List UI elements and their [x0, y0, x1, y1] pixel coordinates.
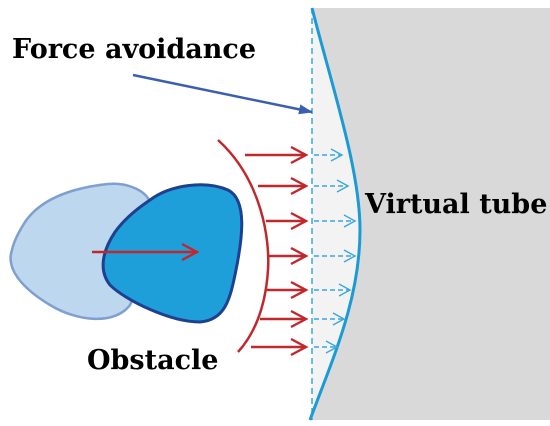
force-arrows [245, 145, 309, 357]
tube-boundary-curve [308, 7, 362, 421]
tube-deformation-region [310, 8, 360, 420]
force-avoidance-label: Force avoidance [12, 34, 256, 65]
obstacle-label: Obstacle [87, 345, 218, 376]
force-front-curve [217, 139, 270, 353]
force-avoidance-pointer-arrow [132, 73, 313, 115]
virtual-tube-label: Virtual tube [364, 189, 547, 220]
tube-deformation-arrows [314, 148, 357, 354]
virtual-tube-region [310, 8, 550, 420]
obstacle-shape [101, 183, 244, 324]
